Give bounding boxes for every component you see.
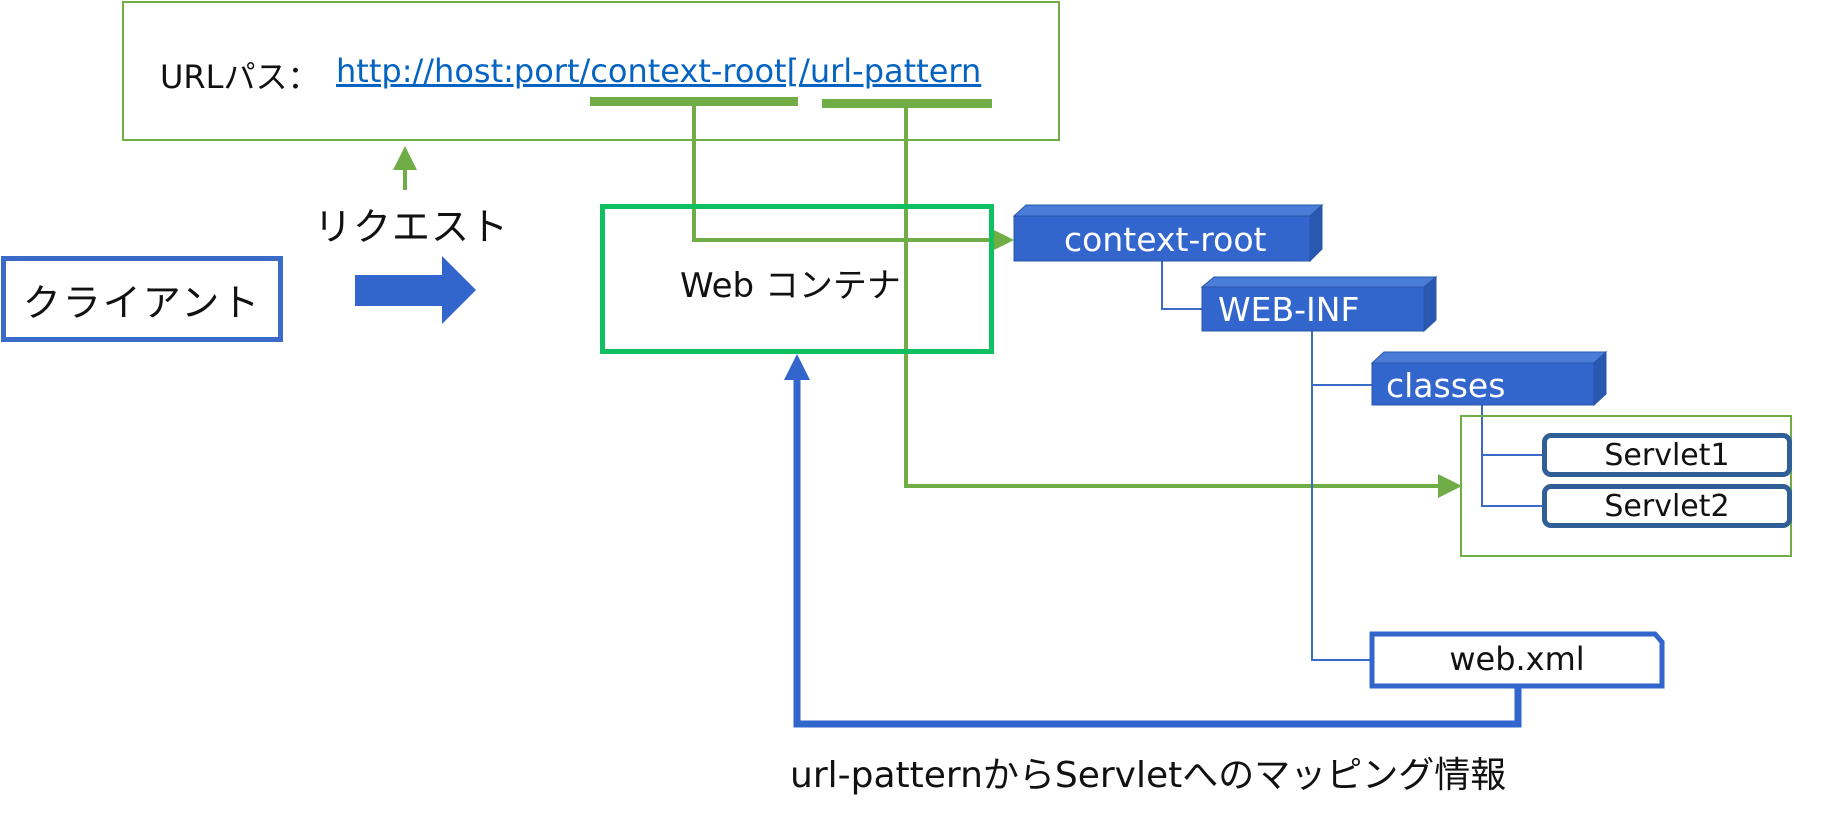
url-path-link[interactable]: http://host:port/context-root[/url-patte…	[336, 52, 982, 90]
web-container-box	[600, 204, 994, 354]
servlet-1-label: Servlet1	[1604, 437, 1730, 473]
web-inf-label: WEB-INF	[1218, 290, 1360, 329]
context-root-folder[interactable]	[1012, 203, 1324, 263]
web-xml-label: web.xml	[1449, 640, 1585, 678]
context-root-label: context-root	[1064, 220, 1267, 259]
classes-label: classes	[1386, 366, 1506, 405]
servlets-group-box	[1460, 415, 1792, 557]
servlet-2-label: Servlet2	[1604, 488, 1730, 524]
url-path-box	[122, 1, 1060, 141]
servlet-1-box[interactable]: Servlet1	[1542, 433, 1792, 477]
web-xml-document[interactable]	[1369, 631, 1665, 689]
mapping-info-label: url-patternからServletへのマッピング情報	[790, 755, 1507, 796]
tree-lines	[1161, 260, 1542, 661]
web-container-label: Web コンテナ	[680, 266, 901, 306]
web-inf-folder[interactable]	[1200, 275, 1438, 333]
request-label: リクエスト	[314, 205, 510, 249]
url-pattern-connector	[904, 106, 1462, 498]
servlet-2-box[interactable]: Servlet2	[1542, 484, 1792, 528]
context-root-underline	[590, 97, 798, 106]
mapping-arrow-head	[784, 354, 810, 380]
url-path-label: URLパス：	[160, 58, 320, 96]
client-label: クライアント	[22, 280, 262, 325]
classes-folder[interactable]	[1370, 350, 1608, 407]
client-box: クライアント	[1, 256, 283, 342]
client-to-container-arrow	[355, 256, 476, 324]
mapping-arrow-line	[793, 376, 1522, 728]
url-pattern-underline	[822, 99, 992, 108]
